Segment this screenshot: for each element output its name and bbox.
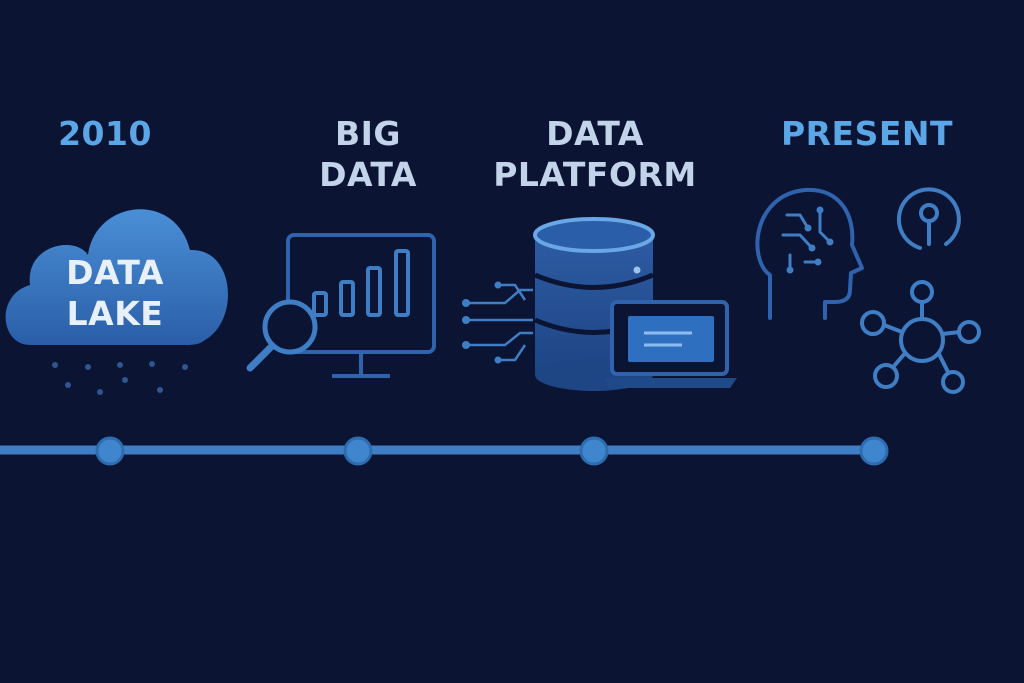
stage-label-line: DATA	[319, 155, 417, 194]
stage-label-2010: 2010	[40, 113, 170, 154]
database-icon	[533, 217, 655, 391]
laptop-icon	[603, 300, 737, 388]
circuit-lines-icon	[462, 281, 533, 364]
stage-label-present: PRESENT	[772, 113, 962, 154]
stage-label-data-platform: DATA PLATFORM	[480, 113, 710, 195]
timeline-marker-2010	[95, 436, 125, 466]
ai-head-icon	[755, 187, 864, 320]
cloud-icon	[5, 209, 228, 395]
cloud-label-line: LAKE	[66, 294, 164, 333]
stage-label-line: PRESENT	[780, 114, 954, 153]
network-hub-icon	[860, 280, 981, 394]
stage-label-big-data: BIG DATA	[303, 113, 433, 195]
timeline-marker-data-platform	[579, 436, 609, 466]
timeline-marker-present	[859, 436, 889, 466]
stage-label-line: BIG	[334, 114, 402, 153]
monitor-chart-icon	[286, 233, 436, 378]
cloud-label: DATA LAKE	[20, 252, 210, 334]
cloud-label-line: DATA	[66, 253, 164, 292]
stage-label-line: PLATFORM	[493, 155, 697, 194]
magnifier-icon	[246, 299, 318, 372]
timeline-marker-big-data	[343, 436, 373, 466]
key-circle-icon	[896, 187, 961, 250]
stage-label-line: DATA	[546, 114, 644, 153]
stage-label-line: 2010	[58, 114, 152, 153]
